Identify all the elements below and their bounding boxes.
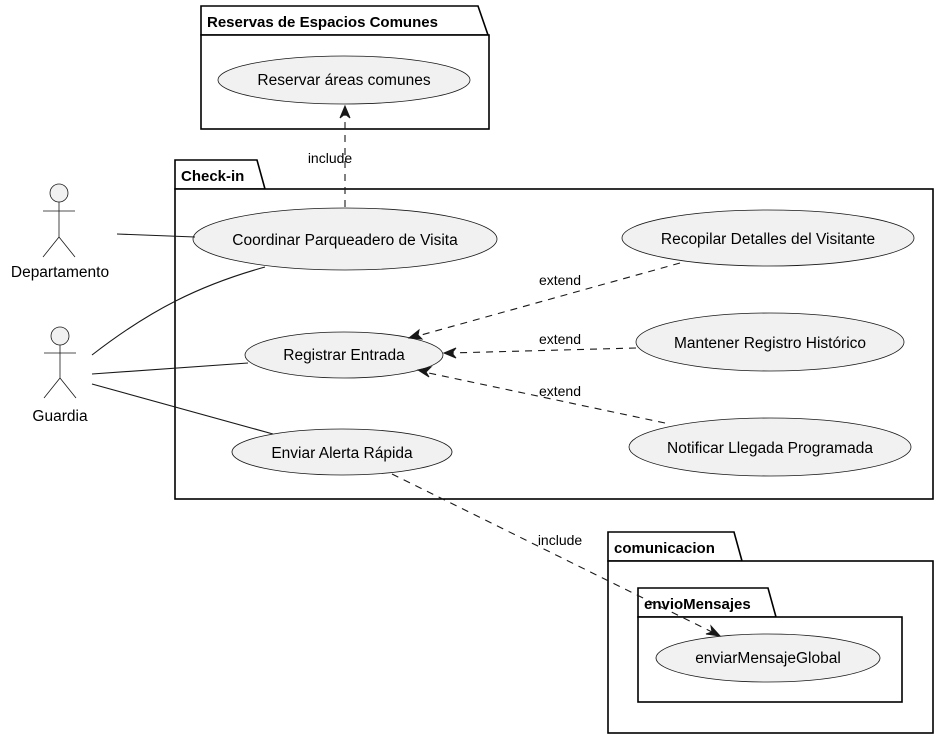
use-case-notificar-label: Notificar Llegada Programada xyxy=(667,440,873,457)
extend-recopilar-label: extend xyxy=(539,272,581,288)
use-case-reservar-label: Reservar áreas comunes xyxy=(257,72,430,89)
use-case-global-label: enviarMensajeGlobal xyxy=(695,650,841,667)
use-case-alerta-label: Enviar Alerta Rápida xyxy=(271,445,413,462)
include-global-label: include xyxy=(538,532,583,548)
assoc-departamento-coordinar xyxy=(116,233,196,238)
include-coordinar-reservar: include xyxy=(308,104,353,207)
package-comunicacion-title: comunicacion xyxy=(614,540,715,557)
package-reservas-title: Reservas de Espacios Comunes xyxy=(207,14,438,31)
use-case-global: enviarMensajeGlobal xyxy=(655,633,881,683)
use-case-recopilar-label: Recopilar Detalles del Visitante xyxy=(661,231,875,248)
use-case-recopilar: Recopilar Detalles del Visitante xyxy=(621,209,915,267)
extend-mantener-registrar: extend xyxy=(442,331,637,359)
include-reservar-label: include xyxy=(308,150,353,166)
extend-notificar-registrar: extend xyxy=(416,366,666,424)
use-case-registrar-label: Registrar Entrada xyxy=(283,347,405,364)
extend-mantener-label: extend xyxy=(539,331,581,347)
use-case-notificar: Notificar Llegada Programada xyxy=(628,417,912,477)
actor-departamento: Departamento xyxy=(11,183,109,281)
use-case-reservar: Reservar áreas comunes xyxy=(217,55,471,105)
assoc-guardia-registrar xyxy=(91,362,249,375)
use-case-registrar: Registrar Entrada xyxy=(244,331,444,379)
actor-guardia: Guardia xyxy=(32,326,88,425)
extend-recopilar-registrar: extend xyxy=(407,262,681,340)
assoc-guardia-alerta xyxy=(91,383,274,435)
use-case-mantener-label: Mantener Registro Histórico xyxy=(674,335,866,352)
extend-notificar-label: extend xyxy=(539,383,581,399)
include-alerta-global: include xyxy=(391,473,722,637)
use-case-coordinar: Coordinar Parqueadero de Visita xyxy=(192,207,498,271)
package-envio-title: envioMensajes xyxy=(644,596,751,613)
use-case-alerta: Enviar Alerta Rápida xyxy=(231,428,453,476)
package-checkin-title: Check-in xyxy=(181,168,244,185)
actor-departamento-name: Departamento xyxy=(11,264,109,281)
use-case-coordinar-label: Coordinar Parqueadero de Visita xyxy=(232,232,458,249)
actor-guardia-name: Guardia xyxy=(32,408,88,425)
assoc-guardia-coordinar xyxy=(91,266,266,356)
use-case-mantener: Mantener Registro Histórico xyxy=(635,312,905,372)
